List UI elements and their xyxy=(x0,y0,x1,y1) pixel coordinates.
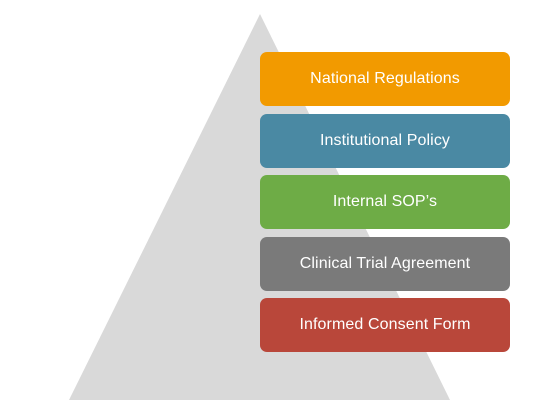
layer-label: Clinical Trial Agreement xyxy=(299,254,471,272)
layer-clinical-trial-agreement: Clinical Trial Agreement xyxy=(260,236,510,291)
layer-internal-sops: Internal SOP’s xyxy=(260,175,510,229)
layer-label: Institutional Policy xyxy=(319,131,451,149)
hierarchy-layers: National Regulations Institutional Polic… xyxy=(260,52,510,360)
layer-informed-consent-form: Informed Consent Form xyxy=(260,298,510,352)
layer-institutional-policy: Institutional Policy xyxy=(260,113,510,168)
layer-national-regulations: National Regulations xyxy=(260,52,510,106)
layer-label: Internal SOP’s xyxy=(332,193,438,210)
layer-label: Informed Consent Form xyxy=(299,316,471,333)
layer-label: National Regulations xyxy=(310,70,460,87)
